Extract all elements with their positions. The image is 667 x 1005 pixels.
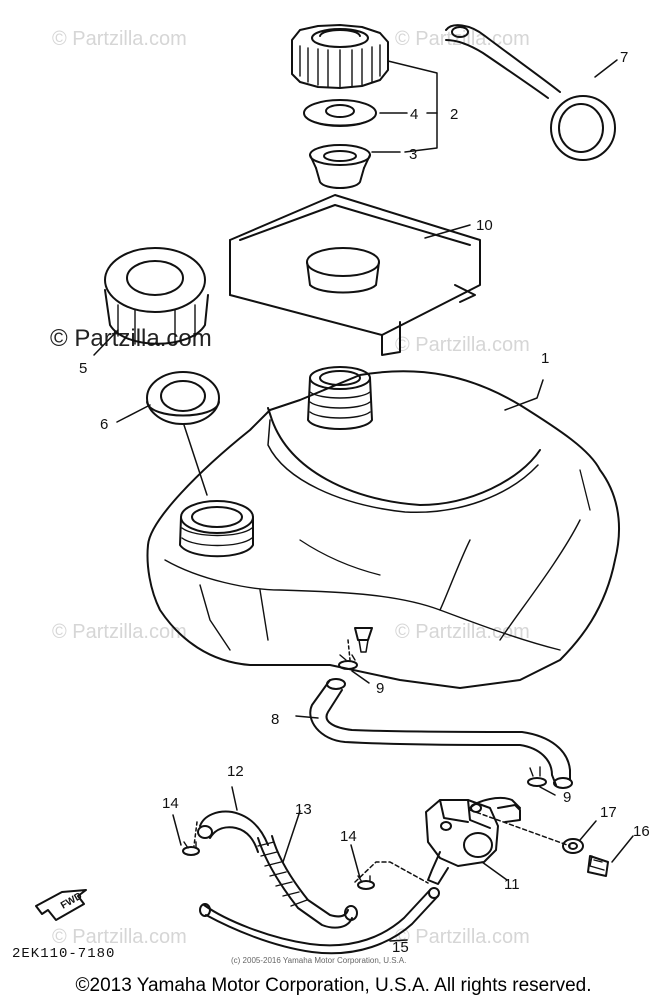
fwd-arrow-icon: FWD (35, 889, 87, 921)
callout-4: 4 (410, 106, 418, 123)
callout-13: 13 (295, 801, 312, 818)
callout-16: 16 (633, 823, 650, 840)
callout-5: 5 (79, 360, 87, 377)
watermark: © Partzilla.com (395, 621, 530, 643)
screw (587, 855, 609, 877)
breather-hose (309, 678, 573, 789)
fuel-cock (425, 797, 521, 885)
callout-14a: 14 (162, 795, 179, 812)
fwd-label: FWD (59, 891, 84, 912)
callout-6: 6 (100, 416, 108, 433)
fuel-tank (146, 366, 621, 689)
callout-10: 10 (476, 217, 493, 234)
hose-clip-14b (357, 875, 375, 890)
callout-labels: 1 2 3 4 5 6 7 8 9 9 10 11 12 13 14 14 15… (79, 49, 650, 956)
watermark: © Partzilla.com (52, 926, 187, 948)
hose-clip-14a (182, 841, 200, 856)
callout-17: 17 (600, 804, 617, 821)
callout-9b: 9 (563, 789, 571, 806)
cap-strap (445, 24, 616, 161)
inner-copyright: (c) 2005-2016 Yamaha Motor Corporation, … (231, 956, 407, 965)
washer (562, 838, 584, 854)
callout-14b: 14 (340, 828, 357, 845)
callout-11: 11 (504, 876, 520, 893)
watermark: © Partzilla.com (52, 28, 187, 50)
fuel-hose-long (199, 887, 440, 955)
footer-copyright: ©2013 Yamaha Motor Corporation, U.S.A. A… (75, 975, 592, 996)
fuel-hose-short (197, 810, 269, 853)
callout-9a: 9 (376, 680, 384, 697)
watermark: © Partzilla.com (52, 621, 187, 643)
watermark: © Partzilla.com (395, 926, 530, 948)
callout-15: 15 (392, 939, 409, 956)
corrugated-hose (257, 835, 358, 929)
fuel-cap (291, 24, 389, 89)
callout-7: 7 (620, 49, 628, 66)
leader-lines (93, 59, 634, 942)
hose-clip-9b (527, 766, 547, 787)
tank-nut (104, 247, 209, 345)
fuel-tank-cover (229, 194, 481, 356)
watermark: © Partzilla.com (395, 334, 530, 356)
callout-8: 8 (271, 711, 279, 728)
callout-3: 3 (409, 146, 417, 163)
hose-clip-9a (338, 654, 358, 670)
callout-1: 1 (541, 350, 549, 367)
callout-2: 2 (450, 106, 458, 123)
seal-ring (146, 371, 220, 425)
callout-12: 12 (227, 763, 244, 780)
cap-gasket (303, 99, 377, 127)
diagram-code: 2EK110-7180 (12, 946, 116, 962)
filler-neck (309, 144, 371, 189)
